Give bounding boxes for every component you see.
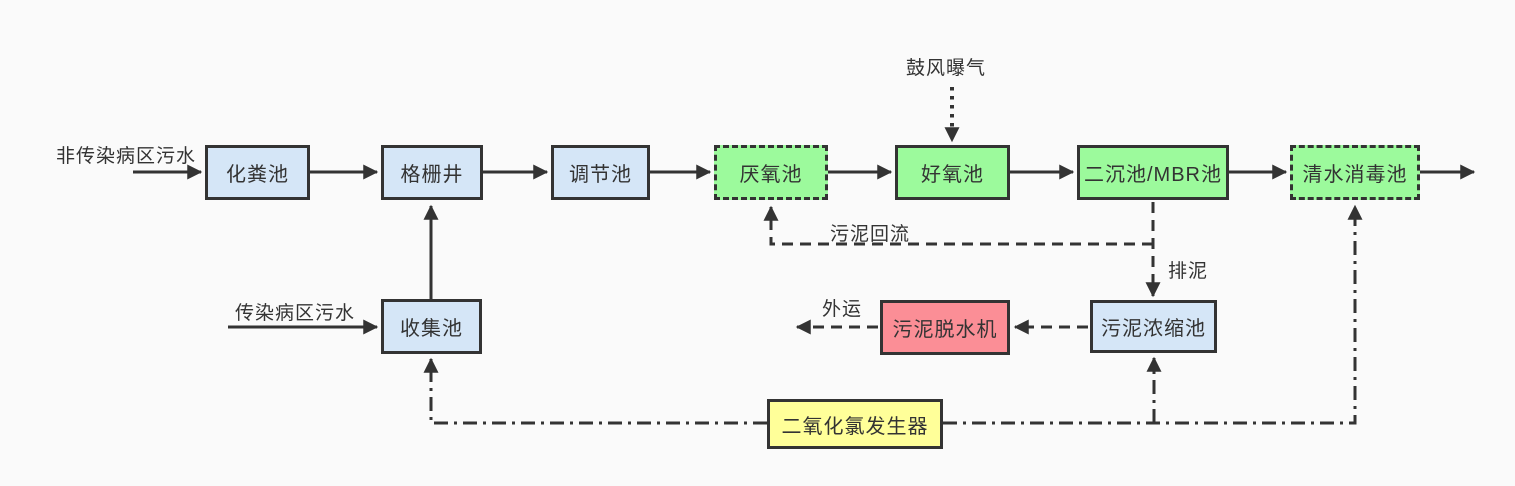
node-collection-tank: 收集池 [381,299,482,354]
node-chlorine-dioxide-generator: 二氧化氯发生器 [767,399,943,449]
node-secondary-mbr-tank: 二沉池/MBR池 [1077,145,1229,200]
line-clo2-to-disinfection [943,204,1363,425]
label-sludge-return: 污泥回流 [830,224,911,245]
node-sludge-dewatering-machine: 污泥脱水机 [880,300,1010,355]
label-sludge-discharge: 排泥 [1168,261,1209,282]
node-aerobic-tank: 好氧池 [895,145,1010,200]
label-infectious-area-sewage: 传染病区污水 [235,303,356,324]
node-sludge-thickening-tank: 污泥浓缩池 [1090,300,1217,353]
node-septic-tank: 化粪池 [205,145,310,200]
node-anaerobic-tank: 厌氧池 [714,145,828,200]
label-blast-aeration: 鼓风曝气 [906,58,987,79]
node-clean-water-disinfection-tank: 清水消毒池 [1290,145,1420,200]
label-outward-transport: 外运 [822,299,863,320]
line-clo2-to-collection [423,357,767,425]
arrow-sludge-return-to-anaerobic [763,205,1153,246]
node-grid-well: 格栅井 [381,145,483,200]
label-non-infectious-area-sewage: 非传染病区污水 [56,146,197,167]
node-regulating-tank: 调节池 [551,145,650,200]
